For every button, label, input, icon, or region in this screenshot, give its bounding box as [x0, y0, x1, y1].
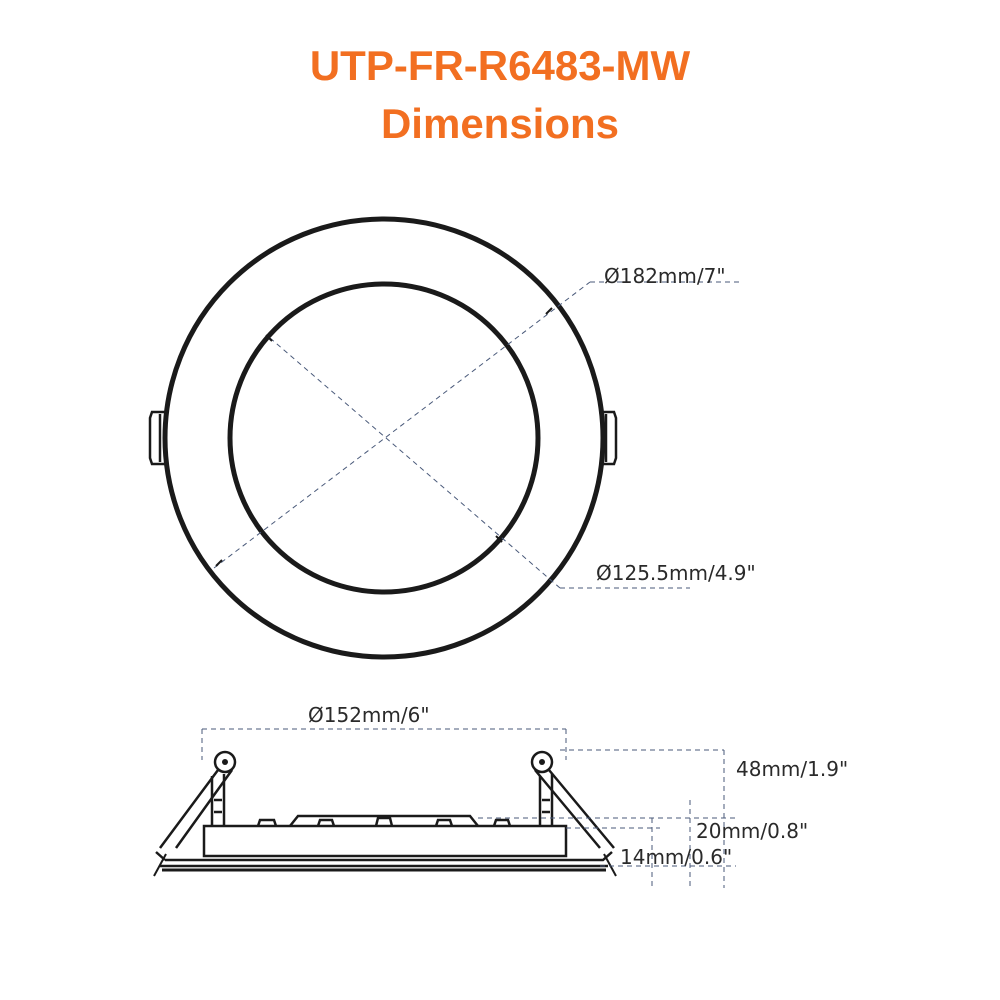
top-view: Ø182mm/7" Ø125.5mm/4.9" — [148, 216, 756, 660]
right-clip-tab — [599, 410, 618, 466]
housing-body — [202, 824, 568, 858]
height-20-label: 20mm/0.8" — [696, 819, 808, 843]
total-height-label: 48mm/1.9" — [736, 757, 848, 781]
product-model-title: UTP-FR-R6483-MW — [309, 42, 691, 89]
inner-diameter-arrows — [265, 334, 503, 543]
trim-flange — [155, 851, 613, 868]
left-spring-pivot-center — [222, 759, 228, 765]
height-14-label: 14mm/0.6" — [620, 845, 732, 869]
right-spring-arm — [534, 769, 615, 849]
side-view: Ø152mm/6" 48mm/1.9" 20mm/0.8" 14mm/0.6" — [153, 703, 848, 888]
cutout-diameter-label: Ø152mm/6" — [308, 703, 430, 727]
inner-diameter-line — [269, 337, 561, 589]
left-spring-tip — [153, 853, 167, 877]
left-spring-pivot — [213, 750, 237, 774]
right-spring-tip — [603, 853, 617, 877]
outer-diameter-arrows — [215, 307, 553, 567]
left-spring-arm — [158, 769, 234, 849]
inner-diameter-label: Ø125.5mm/4.9" — [596, 561, 756, 585]
outer-trim-circle — [162, 216, 606, 660]
outer-diameter-label: Ø182mm/7" — [604, 264, 726, 288]
dimensions-heading: Dimensions — [380, 100, 620, 147]
right-spring-pivot — [530, 750, 554, 774]
housing-top-plate — [289, 814, 479, 827]
housing-screws — [256, 816, 512, 827]
left-clip-tab — [148, 410, 167, 466]
right-spring-pivot-center — [539, 759, 545, 765]
inner-lens-circle — [227, 281, 541, 595]
right-spring-bracket — [538, 774, 554, 826]
left-spring-bracket — [210, 774, 226, 826]
outer-diameter-line — [213, 281, 591, 569]
